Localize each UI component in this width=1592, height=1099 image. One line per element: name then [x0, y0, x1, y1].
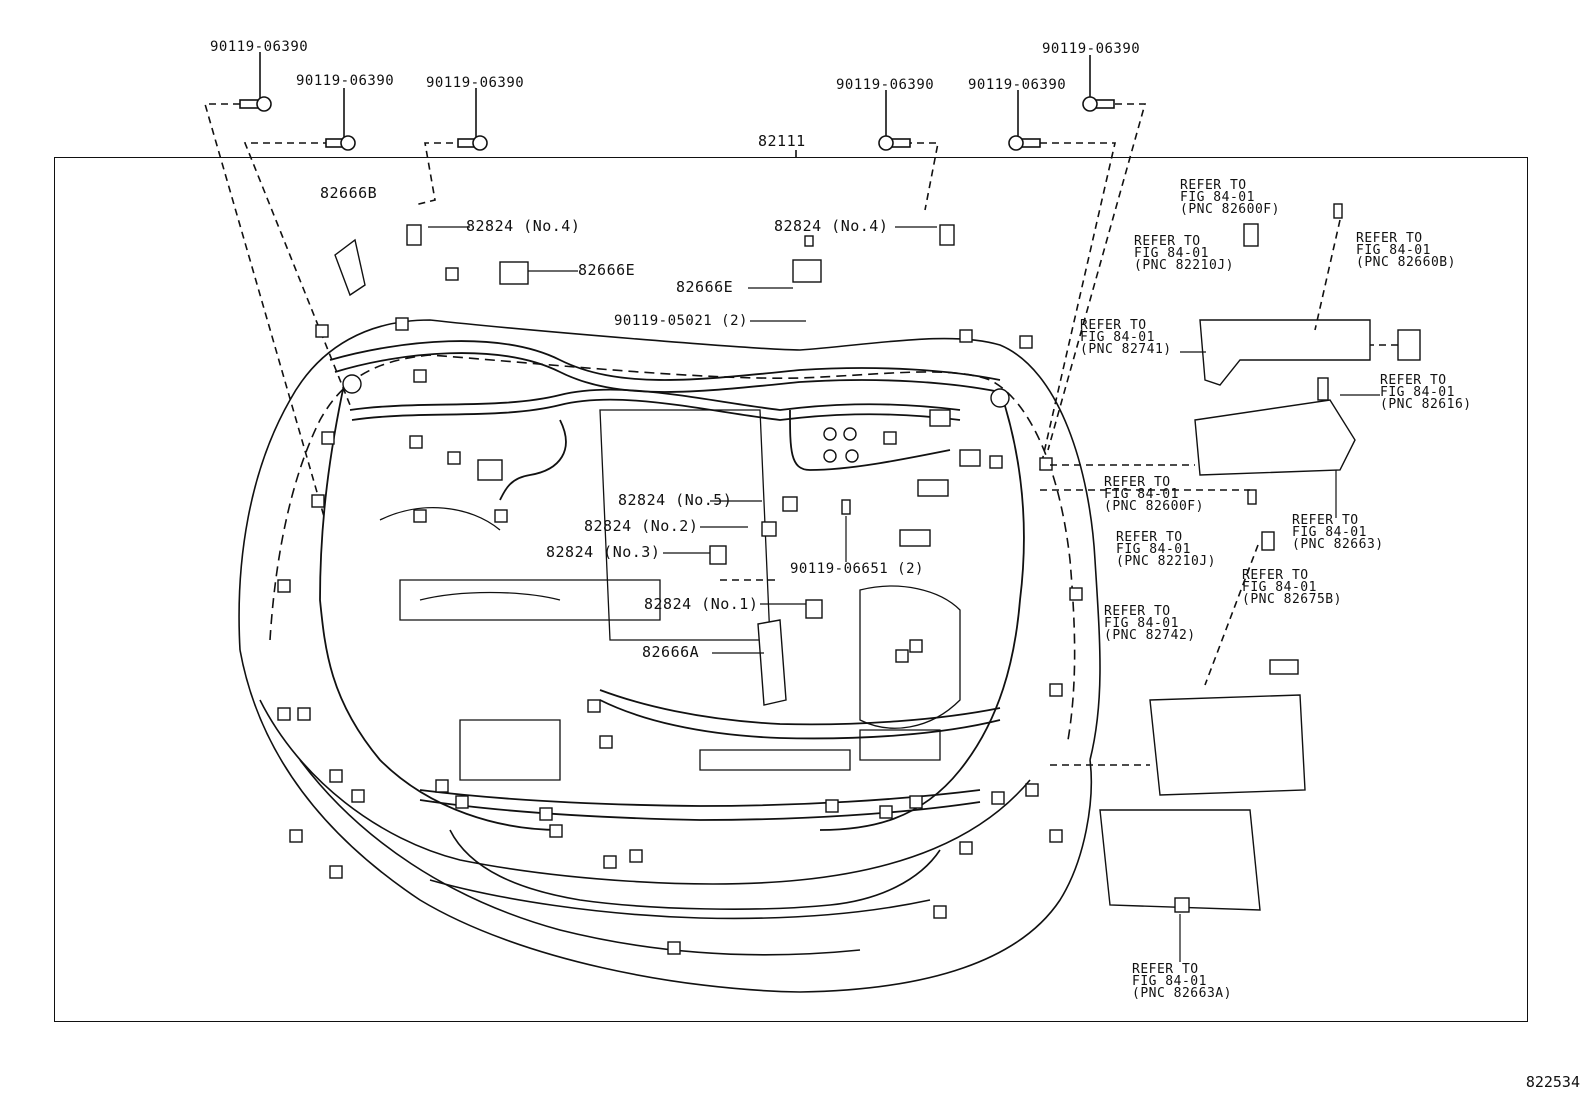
clamp-b-label: 82666B	[320, 184, 378, 202]
diagram-code: 822534	[1525, 1073, 1580, 1091]
clamp-e-left-label: 82666E	[578, 261, 636, 279]
leader-lines	[428, 226, 1380, 962]
ref-line-1: REFER TO	[1134, 234, 1201, 249]
relay-no5-label: 82824 (No.5)	[618, 491, 733, 509]
reference-82600f-mid: REFER TO FIG 84-01 (PNC 82600F)	[1104, 475, 1204, 514]
reference-82616: REFER TO FIG 84-01 (PNC 82616)	[1380, 373, 1472, 412]
bolt-label-right-1: 90119-06390	[836, 77, 935, 93]
bolt-leaders	[203, 52, 1147, 521]
bolt-icons	[239, 96, 1115, 151]
ref-line-3: (PNC 82616)	[1380, 397, 1472, 412]
ref-line-3: (PNC 82660B)	[1356, 255, 1456, 270]
ref-line-1: REFER TO	[1104, 475, 1171, 490]
bolt-label-left-2: 90119-06390	[296, 73, 395, 89]
bolt-06651-label: 90119-06651 (2)	[790, 561, 924, 577]
relay-no1-label: 82824 (No.1)	[644, 595, 759, 613]
ref-line-1: REFER TO	[1180, 178, 1247, 193]
clamp-a-label: 82666A	[642, 643, 700, 661]
engine-components	[379, 409, 961, 781]
bolt-label-far-left: 90119-06390	[210, 39, 309, 55]
ref-line-3: (PNC 82663)	[1292, 537, 1384, 552]
reference-82660b: REFER TO FIG 84-01 (PNC 82660B)	[1356, 231, 1456, 270]
reference-82600f-top: REFER TO FIG 84-01 (PNC 82600F)	[1180, 178, 1280, 217]
ref-line-1: REFER TO	[1292, 513, 1359, 528]
engine-bay-outline	[238, 319, 1101, 993]
ref-line-3: (PNC 82210J)	[1134, 258, 1234, 273]
ref-line-1: REFER TO	[1080, 318, 1147, 333]
ref-line-3: (PNC 82600F)	[1180, 202, 1280, 217]
relay-no3-label: 82824 (No.3)	[546, 543, 661, 561]
relay-no4-right-label: 82824 (No.4)	[774, 217, 889, 235]
relay-no4-left-label: 82824 (No.4)	[466, 217, 581, 235]
relay-no2-label: 82824 (No.2)	[584, 517, 699, 535]
harness-main-loop	[319, 340, 1025, 831]
ref-line-2: FIG 84-01	[1080, 330, 1155, 345]
ref-line-2: FIG 84-01	[1132, 974, 1207, 989]
ref-line-1: REFER TO	[1116, 530, 1183, 545]
ref-line-3: (PNC 82663A)	[1132, 986, 1232, 1001]
ref-line-2: FIG 84-01	[1104, 616, 1179, 631]
bolt-label-far-right: 90119-06390	[1042, 41, 1141, 57]
reference-82741: REFER TO FIG 84-01 (PNC 82741)	[1080, 318, 1172, 357]
diagram-frame	[54, 157, 1528, 1022]
reference-leaders	[720, 219, 1398, 766]
ref-line-1: REFER TO	[1380, 373, 1447, 388]
reference-82210j-mid: REFER TO FIG 84-01 (PNC 82210J)	[1116, 530, 1216, 569]
reference-82675b: REFER TO FIG 84-01 (PNC 82675B)	[1242, 568, 1342, 607]
part-shapes	[334, 224, 955, 706]
reference-82742: REFER TO FIG 84-01 (PNC 82742)	[1104, 604, 1196, 643]
ref-line-2: FIG 84-01	[1116, 542, 1191, 557]
ref-line-3: (PNC 82210J)	[1116, 554, 1216, 569]
ref-line-1: REFER TO	[1132, 962, 1199, 977]
ref-line-2: FIG 84-01	[1292, 525, 1367, 540]
ref-line-1: REFER TO	[1242, 568, 1309, 583]
ref-line-3: (PNC 82741)	[1080, 342, 1172, 357]
ref-line-2: FIG 84-01	[1380, 385, 1455, 400]
harness-label: 82111	[758, 132, 806, 150]
ref-line-3: (PNC 82742)	[1104, 628, 1196, 643]
reference-82663a: REFER TO FIG 84-01 (PNC 82663A)	[1132, 962, 1232, 1001]
ref-line-2: FIG 84-01	[1242, 580, 1317, 595]
ref-line-2: FIG 84-01	[1104, 487, 1179, 502]
reference-82663: REFER TO FIG 84-01 (PNC 82663)	[1292, 513, 1384, 552]
bolt-label-right-2: 90119-06390	[968, 77, 1067, 93]
ref-line-3: (PNC 82600F)	[1104, 499, 1204, 514]
ref-line-2: FIG 84-01	[1134, 246, 1209, 261]
bolt-05021-label: 90119-05021 (2)	[614, 313, 748, 329]
clamp-e-right-label: 82666E	[676, 278, 734, 296]
ref-line-3: (PNC 82675B)	[1242, 592, 1342, 607]
ref-line-1: REFER TO	[1104, 604, 1171, 619]
reference-82210j-top: REFER TO FIG 84-01 (PNC 82210J)	[1134, 234, 1234, 273]
bolt-label-left-3: 90119-06390	[426, 75, 525, 91]
ref-line-2: FIG 84-01	[1180, 190, 1255, 205]
ref-line-2: FIG 84-01	[1356, 243, 1431, 258]
fuse-box-shapes	[1099, 203, 1421, 913]
connector-shapes	[277, 267, 1083, 955]
ref-line-1: REFER TO	[1356, 231, 1423, 246]
